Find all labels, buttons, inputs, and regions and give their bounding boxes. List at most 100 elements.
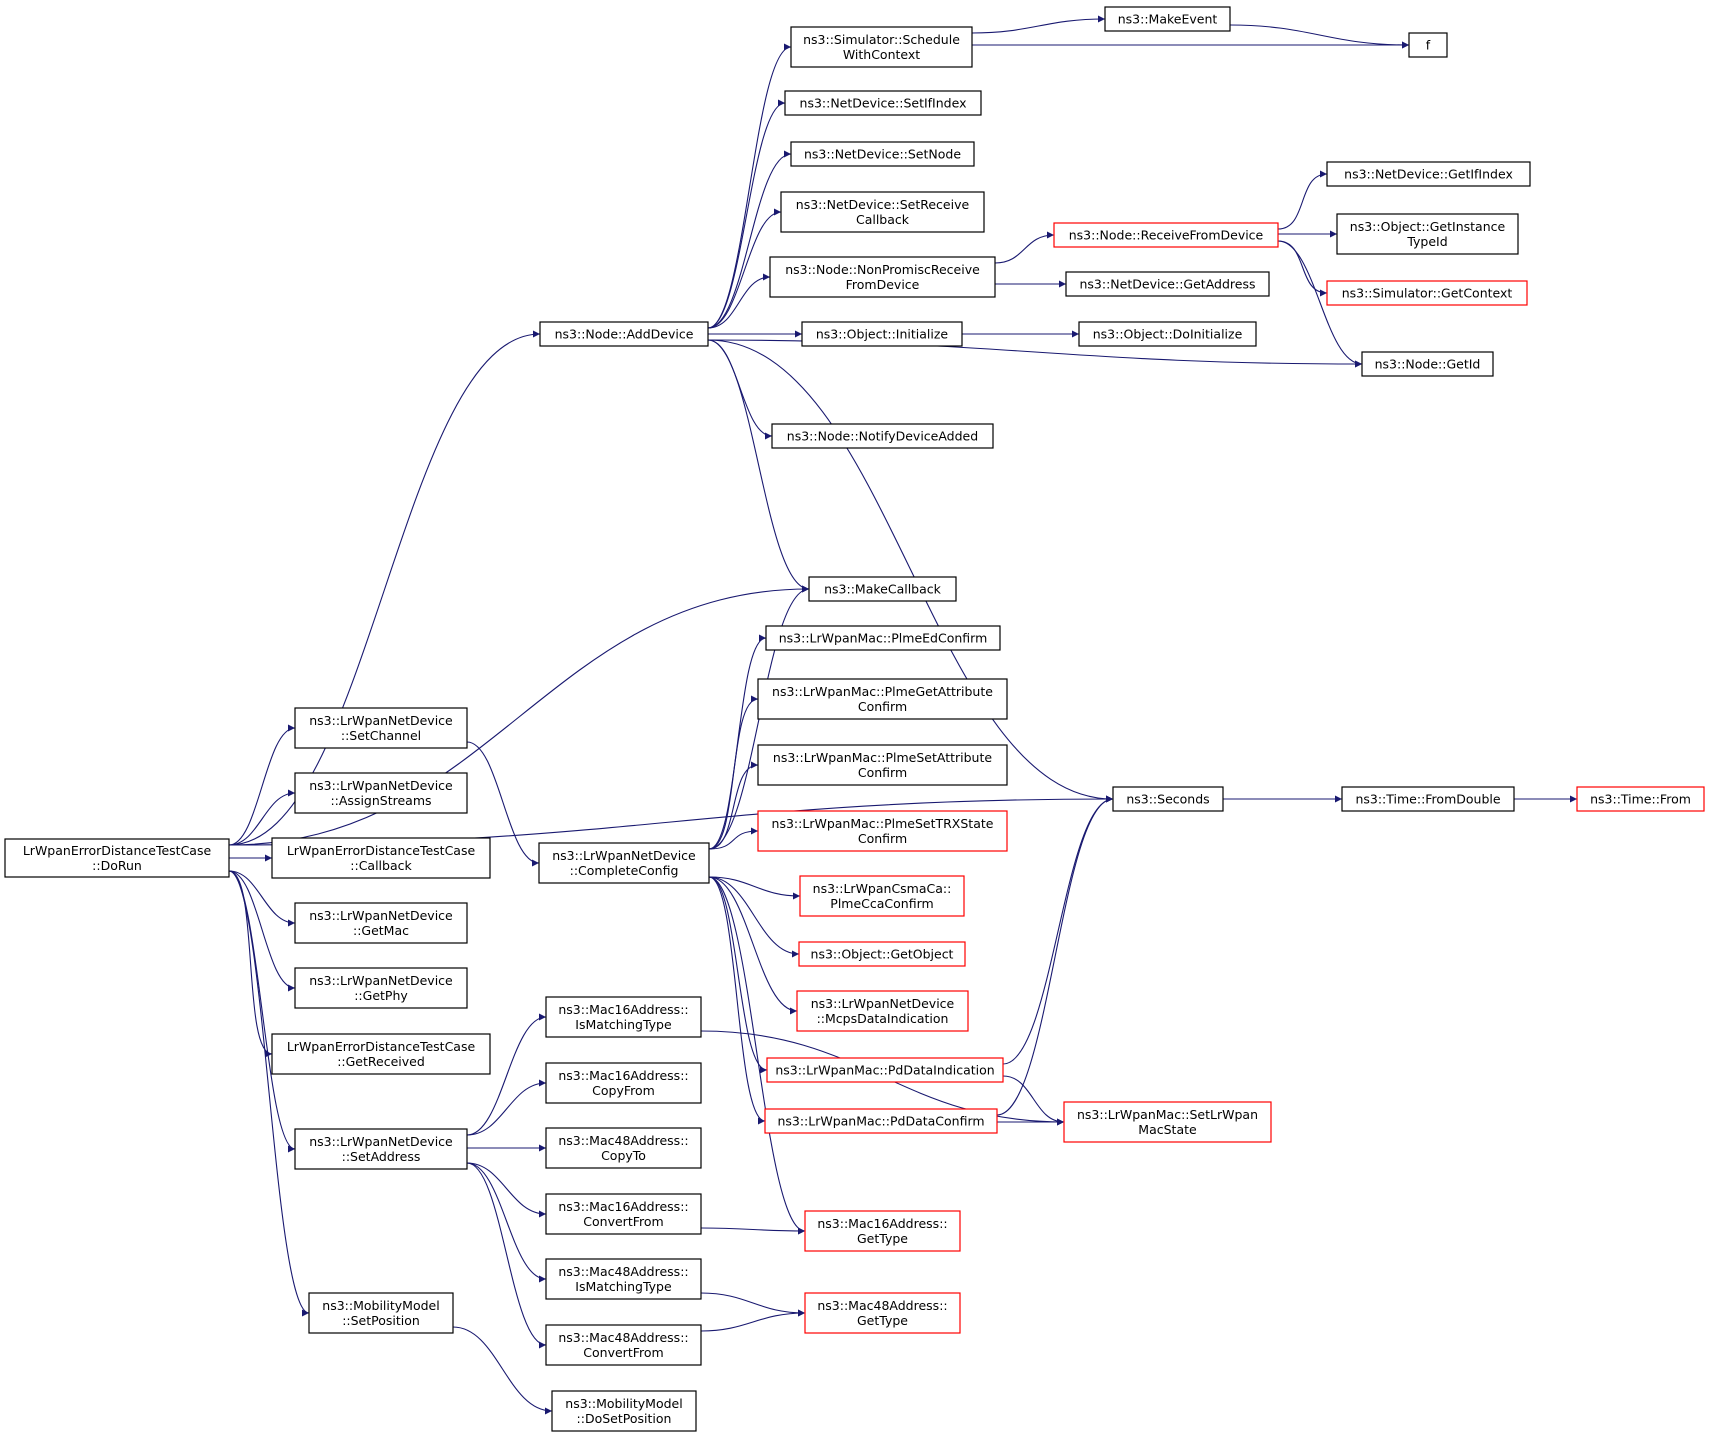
node-box xyxy=(769,256,996,298)
node-box xyxy=(808,576,957,602)
edge-dorun-to-getphy xyxy=(228,870,296,992)
node-makeevent[interactable]: ns3::MakeEvent xyxy=(1104,6,1231,32)
node-label-line: FromDevice xyxy=(846,277,920,292)
node-timefrom[interactable]: ns3::Time::From xyxy=(1576,786,1705,812)
node-getobject[interactable]: ns3::Object::GetObject xyxy=(798,941,966,967)
node-label-line: PlmeCcaConfirm xyxy=(830,896,933,911)
node-box xyxy=(551,1390,697,1432)
node-label-line: ::Callback xyxy=(350,858,412,873)
edge-setaddress-to-m16copyfrom xyxy=(466,1079,547,1136)
node-box xyxy=(545,1062,702,1104)
node-box xyxy=(799,875,965,917)
node-box xyxy=(764,1108,998,1134)
node-label-line: ::GetMac xyxy=(353,923,409,938)
node-getifindex[interactable]: ns3::NetDevice::GetIfIndex xyxy=(1326,161,1531,187)
node-m48copyto[interactable]: ns3::Mac48Address::CopyTo xyxy=(545,1127,702,1169)
node-getaddress[interactable]: ns3::NetDevice::GetAddress xyxy=(1065,271,1270,297)
node-setchannel[interactable]: ns3::LrWpanNetDevice::SetChannel xyxy=(294,707,468,749)
node-callback[interactable]: LrWpanErrorDistanceTestCase::Callback xyxy=(271,837,491,879)
node-m16gettype[interactable]: ns3::Mac16Address::GetType xyxy=(804,1210,961,1252)
edge-setposition-to-dosetposition xyxy=(452,1326,553,1415)
node-label-line: ns3::Object::DoInitialize xyxy=(1093,327,1243,342)
node-m48ismatching[interactable]: ns3::Mac48Address::IsMatchingType xyxy=(545,1258,702,1300)
edge-makeevent-to-f xyxy=(1229,24,1410,49)
node-label-line: ns3::LrWpanMac::PdDataConfirm xyxy=(777,1114,984,1129)
node-notifydeviceadded[interactable]: ns3::Node::NotifyDeviceAdded xyxy=(771,423,994,449)
node-label-line: ns3::Node::NotifyDeviceAdded xyxy=(787,429,978,444)
node-m48gettype[interactable]: ns3::Mac48Address::GetType xyxy=(804,1292,961,1334)
node-dosetposition[interactable]: ns3::MobilityModel::DoSetPosition xyxy=(551,1390,697,1432)
node-label-line: ns3::Mac48Address:: xyxy=(558,1330,688,1345)
node-box xyxy=(796,990,969,1032)
node-doinitialize[interactable]: ns3::Object::DoInitialize xyxy=(1078,321,1257,347)
node-box xyxy=(1326,161,1531,187)
node-label-line: ns3::Node::GetId xyxy=(1375,357,1481,372)
node-box xyxy=(790,26,973,68)
node-setnode[interactable]: ns3::NetDevice::SetNode xyxy=(790,141,975,167)
node-label-line: ConvertFrom xyxy=(583,1214,663,1229)
node-getphy[interactable]: ns3::LrWpanNetDevice::GetPhy xyxy=(294,967,468,1009)
node-label-line: ns3::NetDevice::SetIfIndex xyxy=(800,96,967,111)
node-box xyxy=(1112,786,1224,812)
node-objinitialize[interactable]: ns3::Object::Initialize xyxy=(801,321,963,347)
node-m16copyfrom[interactable]: ns3::Mac16Address::CopyFrom xyxy=(545,1062,702,1104)
node-box xyxy=(4,838,230,878)
node-getreceived[interactable]: LrWpanErrorDistanceTestCase::GetReceived xyxy=(271,1033,491,1075)
node-label-line: ns3::Mac48Address:: xyxy=(558,1264,688,1279)
node-label-line: LrWpanErrorDistanceTestCase xyxy=(287,843,476,858)
node-label-line: ns3::LrWpanMac::PlmeGetAttribute xyxy=(772,684,993,699)
node-box xyxy=(545,996,702,1038)
node-f[interactable]: f xyxy=(1408,32,1448,58)
node-m48convertfrom[interactable]: ns3::Mac48Address::ConvertFrom xyxy=(545,1324,702,1366)
node-box xyxy=(766,1057,1004,1083)
edge-completeconfig-to-plmegetattr xyxy=(708,695,759,850)
edge-completeconfig-to-getobject xyxy=(708,876,800,958)
node-assignstreams[interactable]: ns3::LrWpanNetDevice::AssignStreams xyxy=(294,772,468,814)
node-makecallback[interactable]: ns3::MakeCallback xyxy=(808,576,957,602)
node-plmeedconfirm[interactable]: ns3::LrWpanMac::PlmeEdConfirm xyxy=(765,625,1001,651)
edge-adddevice-to-nonpromisc xyxy=(707,273,771,329)
node-getid[interactable]: ns3::Node::GetId xyxy=(1361,351,1494,377)
node-label-line: GetType xyxy=(857,1313,908,1328)
edge-setaddress-to-m48convertfrom xyxy=(466,1162,547,1349)
node-adddevice[interactable]: ns3::Node::AddDevice xyxy=(539,321,709,347)
node-pddataind[interactable]: ns3::LrWpanMac::PdDataIndication xyxy=(766,1057,1004,1083)
node-m16ismatching[interactable]: ns3::Mac16Address::IsMatchingType xyxy=(545,996,702,1038)
node-pddataconfirm[interactable]: ns3::LrWpanMac::PdDataConfirm xyxy=(764,1108,998,1134)
node-getcontext[interactable]: ns3::Simulator::GetContext xyxy=(1326,280,1528,306)
node-label-line: ns3::Time::FromDouble xyxy=(1355,792,1500,807)
node-setifindex[interactable]: ns3::NetDevice::SetIfIndex xyxy=(784,90,982,116)
node-receivefromdevice[interactable]: ns3::Node::ReceiveFromDevice xyxy=(1053,222,1279,248)
edge-completeconfig-to-plmesetattr xyxy=(708,761,759,850)
node-getmac[interactable]: ns3::LrWpanNetDevice::GetMac xyxy=(294,902,468,944)
node-mcpsdataind[interactable]: ns3::LrWpanNetDevice::McpsDataIndication xyxy=(796,990,969,1032)
node-m16convertfrom[interactable]: ns3::Mac16Address::ConvertFrom xyxy=(545,1193,702,1235)
node-label-line: ::CompleteConfig xyxy=(570,863,679,878)
node-label-line: ::GetPhy xyxy=(354,988,408,1003)
node-completeconfig[interactable]: ns3::LrWpanNetDevice::CompleteConfig xyxy=(538,842,710,884)
node-label-line: ns3::MakeEvent xyxy=(1118,12,1218,27)
node-setaddress[interactable]: ns3::LrWpanNetDevice::SetAddress xyxy=(294,1128,468,1170)
edge-m48convertfrom-to-m48gettype xyxy=(700,1309,806,1332)
node-dorun[interactable]: LrWpanErrorDistanceTestCase::DoRun xyxy=(4,838,230,878)
node-box xyxy=(765,625,1001,651)
node-label-line: ::AssignStreams xyxy=(330,793,431,808)
node-box xyxy=(757,678,1008,720)
node-seconds[interactable]: ns3::Seconds xyxy=(1112,786,1224,812)
node-label-line: ns3::Mac16Address:: xyxy=(558,1199,688,1214)
node-plmeccaconfirm[interactable]: ns3::LrWpanCsmaCa::PlmeCcaConfirm xyxy=(799,875,965,917)
edge-setaddress-to-m16ismatching xyxy=(466,1013,547,1136)
edge-completeconfig-to-plmesettrx xyxy=(708,827,759,850)
node-label-line: ::GetReceived xyxy=(337,1054,425,1069)
node-fromdouble[interactable]: ns3::Time::FromDouble xyxy=(1341,786,1515,812)
node-setposition[interactable]: ns3::MobilityModel::SetPosition xyxy=(308,1292,454,1334)
node-label-line: LrWpanErrorDistanceTestCase xyxy=(287,1039,476,1054)
